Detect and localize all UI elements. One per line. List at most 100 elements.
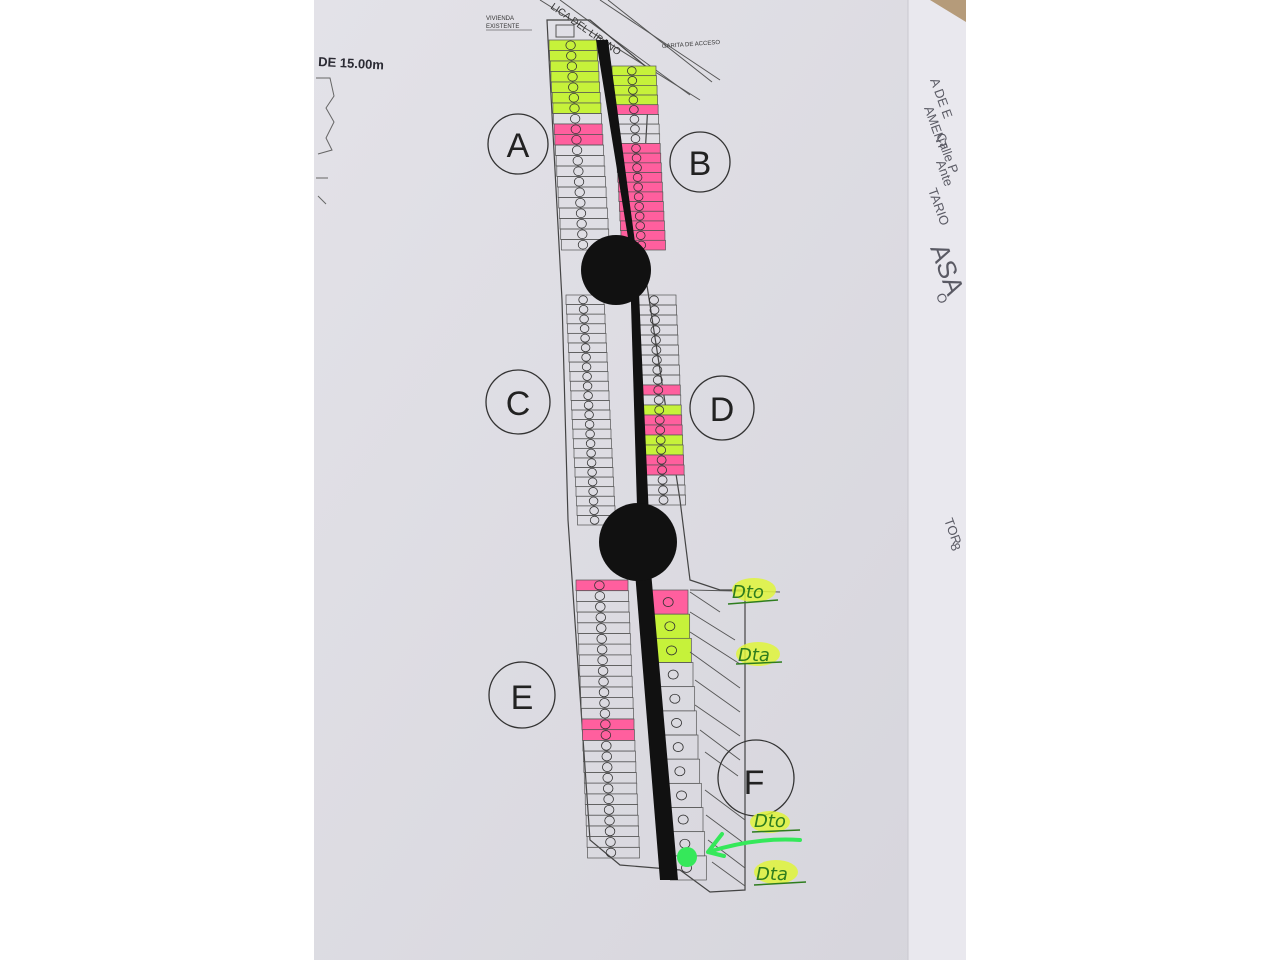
lot-number-mark (650, 325, 661, 335)
lot-number-mark (632, 163, 642, 173)
lot-number-mark (595, 612, 606, 623)
lot-f-col-1 (653, 613, 691, 639)
lot-number-mark (603, 794, 614, 805)
lot-number-mark (565, 40, 576, 51)
lot-grid (548, 39, 707, 881)
street-lines (539, 0, 721, 101)
lot-number-mark (653, 395, 664, 405)
width-note: DE 15.00m (318, 54, 384, 72)
lot-number-mark (570, 113, 581, 124)
lot-number-mark (652, 375, 663, 385)
lot-f-col-0 (651, 589, 689, 615)
lot-number-mark (584, 410, 594, 420)
lot-number-mark (600, 719, 611, 730)
lot-number-mark (655, 435, 666, 445)
access-gate-label: GARITA DE ACCESO (662, 40, 721, 50)
lot-number-mark (658, 495, 669, 505)
lot-number-mark (635, 231, 646, 240)
lot-number-mark (573, 166, 584, 177)
section-circle-d (689, 375, 755, 441)
lot-number-mark (658, 485, 668, 495)
lot-number-mark (587, 477, 598, 487)
lot-number-mark (634, 211, 645, 221)
lot-number-mark (576, 218, 587, 229)
lot-number-mark (629, 114, 640, 124)
lot-number-mark (630, 134, 641, 144)
lot-number-mark (649, 305, 660, 315)
lot-number-mark (666, 645, 677, 656)
lot-number-mark (650, 315, 660, 325)
svg-text:8: 8 (947, 541, 964, 553)
lot-number-mark (651, 335, 661, 345)
section-letter-b: B (689, 145, 712, 183)
lot-number-mark (574, 187, 585, 198)
lot-number-mark (652, 365, 663, 375)
lot-number-mark (631, 153, 642, 163)
lot-number-mark (583, 400, 594, 410)
lot-number-mark (589, 515, 600, 525)
lot-number-mark (579, 314, 589, 324)
lot-number-mark (654, 415, 665, 425)
lot-number-mark (672, 742, 684, 752)
lot-f-col-2 (654, 637, 692, 663)
lot-number-mark (575, 197, 586, 208)
lot-number-mark (568, 82, 579, 93)
lot-number-mark (580, 333, 590, 343)
lot-number-mark (571, 134, 582, 145)
lot-number-mark (578, 304, 589, 314)
underlying-page (908, 0, 966, 960)
lot-number-mark (628, 95, 639, 105)
lot-number-mark (602, 772, 613, 783)
lot-number-mark (633, 192, 644, 202)
lot-number-mark (604, 815, 615, 826)
lot-number-mark (596, 644, 608, 655)
lot-number-mark (579, 324, 590, 333)
lot-number-mark (674, 766, 686, 777)
lot-number-mark (585, 439, 596, 448)
section-letter-a: A (507, 127, 530, 165)
lot-number-mark (597, 655, 608, 666)
lot-number-mark (582, 372, 592, 381)
lot-number-mark (566, 50, 577, 61)
lot-number-mark (627, 66, 637, 76)
lot-number-mark (602, 783, 614, 794)
lot-number-mark (667, 669, 679, 680)
lot-number-mark (569, 103, 580, 114)
lot-number-mark (598, 687, 610, 698)
lot-number-mark (580, 343, 591, 353)
hatched-area (689, 589, 781, 887)
lot-number-mark (631, 143, 641, 153)
lot-number-mark (577, 239, 589, 250)
lot-number-mark (601, 751, 612, 762)
existing-house-label-1: VIVIENDA (486, 16, 514, 22)
lot-number-mark (588, 487, 598, 496)
lot-number-mark (669, 693, 681, 704)
lot-number-mark (627, 76, 638, 85)
lot-number-mark (676, 790, 687, 801)
dpto-label-4: Dta (756, 864, 788, 885)
lot-number-mark (657, 475, 668, 485)
lot-number-mark (575, 208, 587, 219)
section-circle-c (485, 369, 551, 435)
lot-number-mark (657, 465, 667, 475)
lot-number-mark (605, 847, 617, 858)
lot-number-mark (632, 172, 643, 182)
lot-number-mark (589, 506, 599, 516)
section-circle-a (487, 113, 549, 175)
lot-number-mark (567, 71, 578, 82)
lot-number-mark (583, 391, 593, 401)
left-edge-drawing (316, 77, 335, 205)
lot-number-mark (587, 467, 597, 477)
lot-number-mark (671, 718, 682, 728)
lot-number-mark (651, 345, 662, 355)
lot-number-mark (578, 295, 588, 305)
lot-number-mark (600, 730, 612, 740)
lot-number-mark (655, 425, 666, 435)
lot-number-mark (651, 355, 662, 365)
lot-number-mark (604, 826, 616, 837)
lot-number-mark (570, 124, 581, 135)
lot-number-mark (628, 85, 638, 95)
lot-number-mark (597, 665, 609, 676)
lot-number-mark (664, 621, 676, 632)
